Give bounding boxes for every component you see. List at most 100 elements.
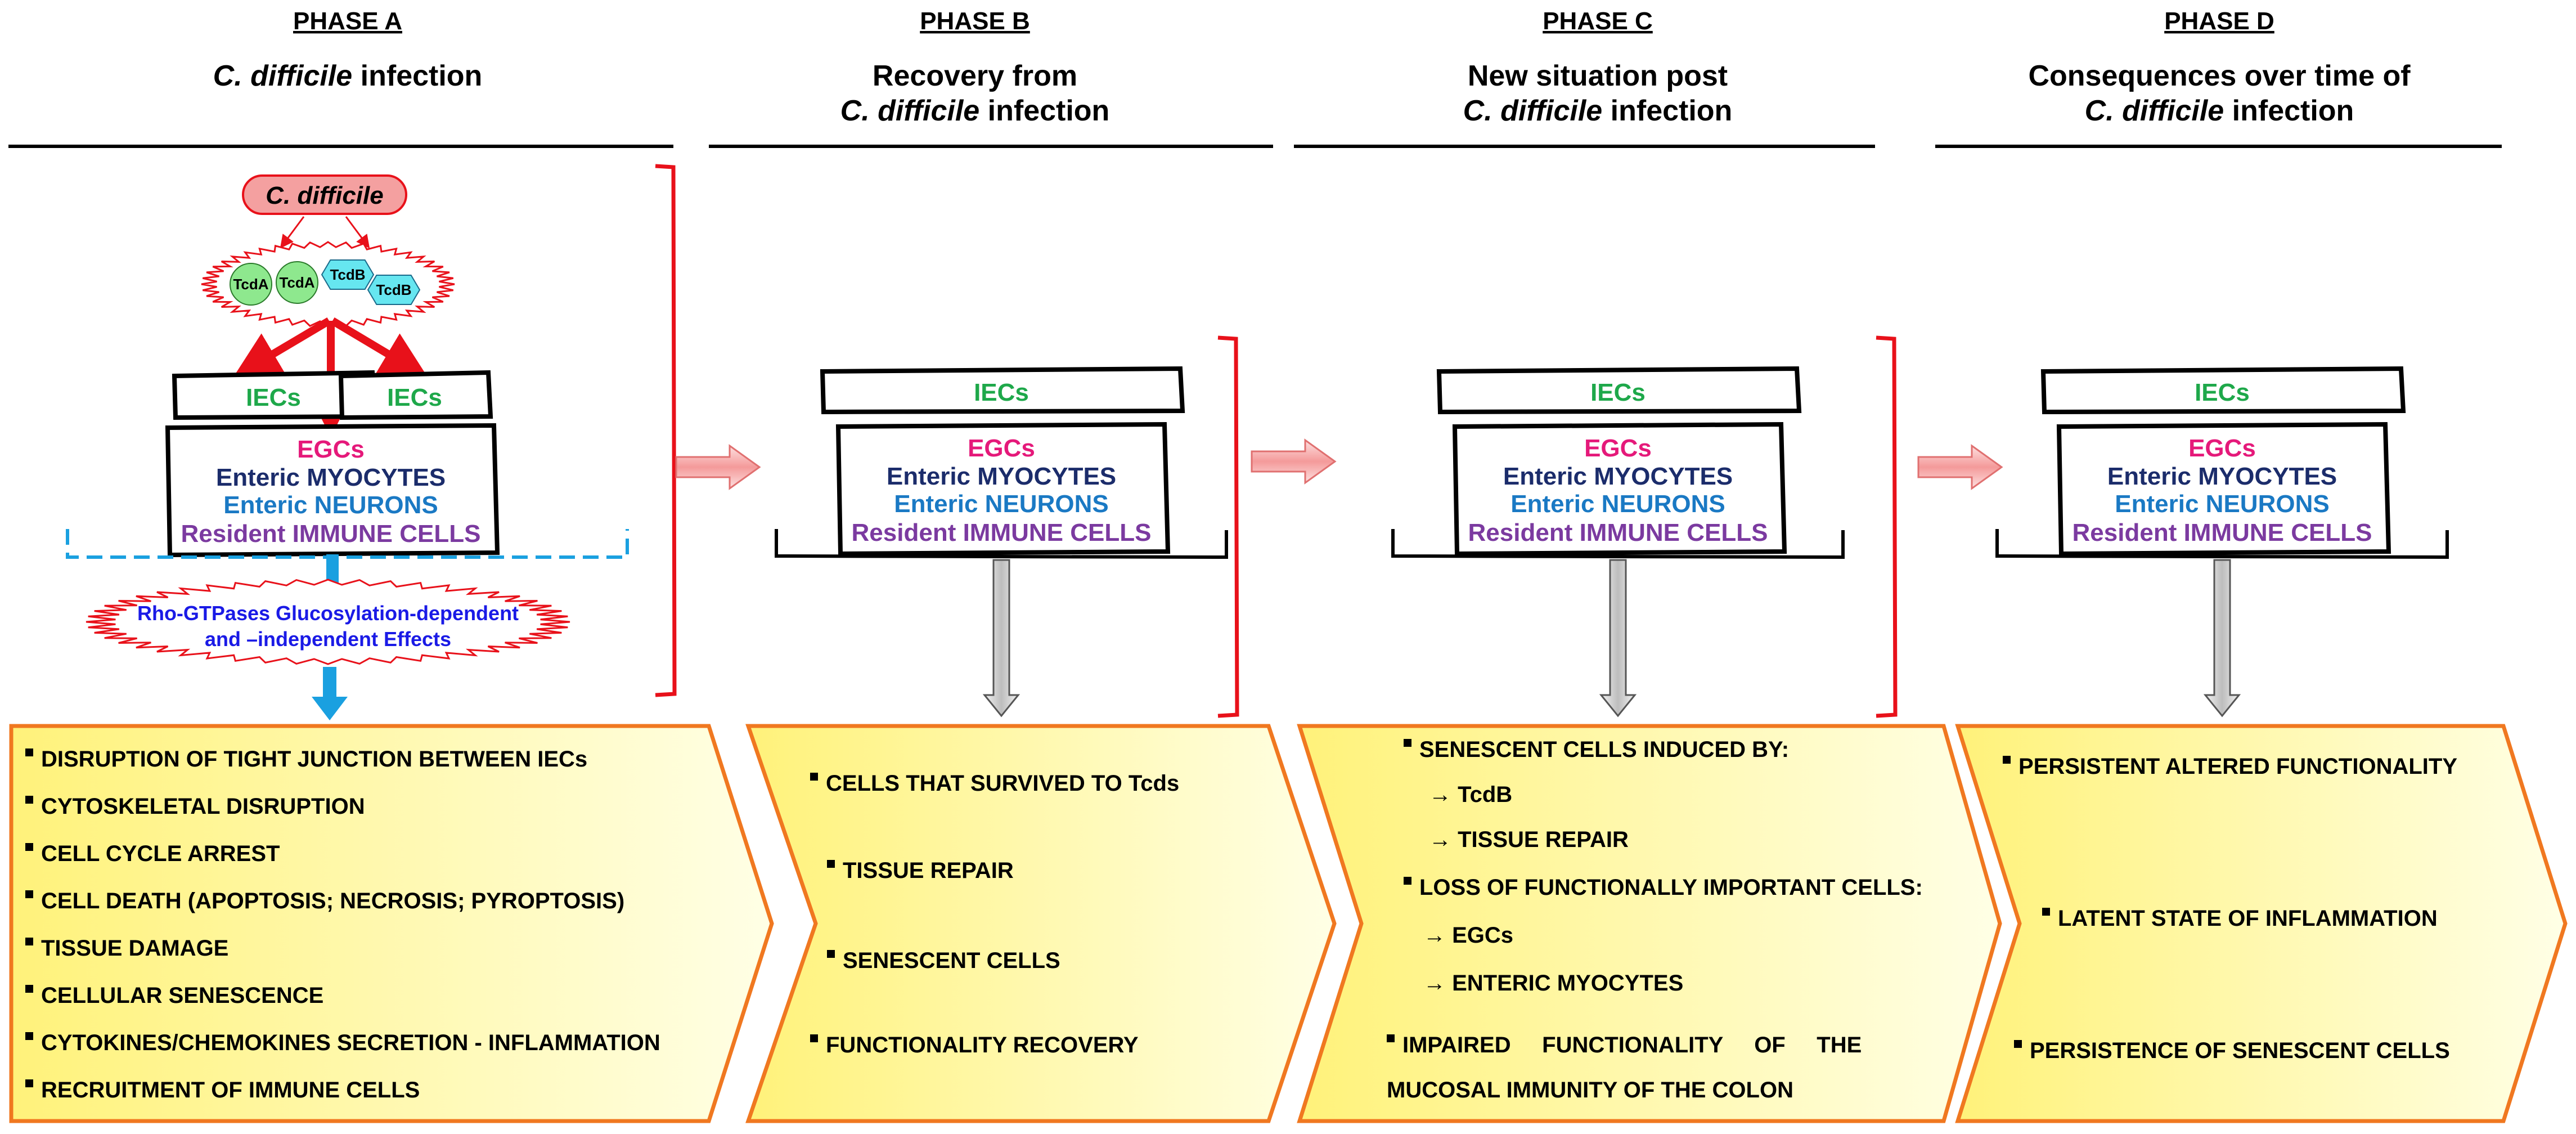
- enteric-neurons-label: Enteric NEURONS: [1510, 490, 1725, 518]
- panel-item: CYTOSKELETAL DISRUPTION: [41, 794, 365, 819]
- iec-box: [1436, 366, 1802, 415]
- text-span: Enteric: [894, 490, 984, 518]
- text-span: NEURONS: [314, 491, 438, 519]
- cell-layers-box: [1452, 422, 1787, 557]
- basal-bracket: [1391, 529, 1845, 559]
- iecs-label: IECs: [246, 384, 301, 411]
- grey-down-arrow: [1599, 559, 1637, 718]
- phase-subtitle: C. difficile infection: [840, 95, 1110, 127]
- panel-item: IMPAIRED FUNCTIONALITY OF THE: [1402, 1033, 1862, 1057]
- tcdb-label: TcdB: [330, 266, 365, 283]
- phase-title: PHASE C: [1543, 7, 1653, 35]
- outcome-panel: [9, 724, 774, 1123]
- bullet-square: [25, 985, 33, 993]
- iecs-label: IECs: [2195, 379, 2250, 406]
- egcs-label: EGCs: [968, 434, 1035, 462]
- phase-transition-arrow: [1917, 444, 2003, 490]
- text-span: C. difficile: [213, 60, 353, 92]
- text-span: NEURONS: [2206, 490, 2330, 518]
- panel-item: CELLULAR SENESCENCE: [41, 983, 323, 1008]
- bullet-square: [25, 1032, 33, 1040]
- phase-bracket: [1876, 335, 1898, 718]
- tcda-label: TcdA: [233, 276, 268, 293]
- text-span: C. difficile: [1463, 95, 1603, 127]
- outcome-panel: [745, 724, 1337, 1123]
- bullet-square: [1404, 877, 1411, 885]
- bullet-square: [25, 843, 33, 851]
- toxin-attack-arrow: [232, 317, 331, 378]
- outcome-panel: [1297, 724, 2002, 1123]
- toxin-release-arrow: [345, 216, 370, 249]
- iec-box: [820, 366, 1185, 415]
- text-span: Enteric: [223, 491, 314, 519]
- panel-item: MUCOSAL IMMUNITY OF THE COLON: [1387, 1078, 1793, 1102]
- basal-bracket: [1995, 529, 2449, 559]
- text-span: NEURONS: [1602, 490, 1725, 518]
- panel-item: DISRUPTION OF TIGHT JUNCTION BETWEEN IEC…: [41, 747, 587, 772]
- panel-item: RECRUITMENT OF IMMUNE CELLS: [41, 1078, 420, 1102]
- grey-down-arrow: [982, 559, 1020, 718]
- tcda-toxin: [230, 263, 272, 306]
- phase-subtitle: C. difficile infection: [2085, 95, 2354, 127]
- rho-effects-burst: [86, 579, 570, 665]
- egcs-label: EGCs: [297, 436, 365, 463]
- resident-immune-cells-label: Resident IMMUNE CELLS: [852, 519, 1152, 546]
- text-span: Enteric: [1510, 490, 1601, 518]
- enteric-neurons-label: Enteric NEURONS: [223, 491, 438, 519]
- panel-item: TISSUE DAMAGE: [41, 936, 228, 961]
- cell-layers-box: [835, 422, 1171, 557]
- phase-title: PHASE B: [920, 7, 1030, 35]
- panel-item: LATENT STATE OF INFLAMMATION: [2058, 906, 2438, 931]
- panel-item: → TcdB: [1429, 782, 1512, 807]
- enteric-neurons-label: Enteric NEURONS: [2115, 490, 2329, 518]
- egcs-label: EGCs: [2188, 434, 2256, 462]
- phase-subtitle: New situation post: [1468, 60, 1728, 92]
- text-span: New situation post: [1468, 60, 1728, 92]
- panel-item: PERSISTENCE OF SENESCENT CELLS: [2030, 1038, 2450, 1063]
- bullet-square: [827, 950, 835, 958]
- panel-item: CYTOKINES/CHEMOKINES SECRETION - INFLAMM…: [41, 1030, 660, 1055]
- resident-immune-cells-label: Resident IMMUNE CELLS: [1468, 519, 1768, 546]
- bullet-square: [1387, 1034, 1395, 1042]
- tcdb-label: TcdB: [376, 281, 411, 298]
- resident-immune-cells-label: Resident IMMUNE CELLS: [2073, 519, 2372, 546]
- panel-item: FUNCTIONALITY RECOVERY: [826, 1033, 1139, 1057]
- grey-down-arrow: [2203, 559, 2241, 718]
- tcdb-toxin: [367, 275, 421, 305]
- panel-item: SENESCENT CELLS INDUCED BY:: [1419, 737, 1789, 762]
- bullet-square: [2003, 756, 2011, 764]
- phase-bracket: [655, 164, 677, 697]
- panel-item: LOSS OF FUNCTIONALLY IMPORTANT CELLS:: [1419, 875, 1923, 900]
- enteric-myocytes-label: Enteric MYOCYTES: [216, 464, 446, 491]
- panel-item: CELL DEATH (APOPTOSIS; NECROSIS; PYROPTO…: [41, 889, 624, 913]
- phase-subtitle: C. difficile infection: [213, 60, 483, 92]
- iec-box: [338, 370, 493, 420]
- text-span: infection: [2224, 95, 2354, 127]
- blue-down-arrow: [312, 667, 348, 720]
- bullet-square: [827, 860, 835, 868]
- text-span: Enteric: [2115, 490, 2205, 518]
- bullet-square: [1404, 739, 1411, 747]
- phase-subtitle: Consequences over time of: [2028, 60, 2411, 92]
- text-span: C. difficile: [266, 182, 383, 209]
- bullet-square: [25, 890, 33, 898]
- text-span: Enteric: [1503, 463, 1594, 490]
- text-span: MYOCYTES: [1594, 463, 1733, 490]
- outcome-panel: [1955, 724, 2568, 1123]
- cell-layers-box: [2056, 422, 2391, 557]
- iec-box: [2040, 366, 2406, 415]
- bullet-square: [25, 748, 33, 756]
- text-span: infection: [1602, 95, 1732, 127]
- panel-item: CELL CYCLE ARREST: [41, 841, 280, 866]
- text-span: MYOCYTES: [307, 464, 446, 491]
- panel-item: CELLS THAT SURVIVED TO Tcds: [826, 771, 1179, 796]
- bullet-square: [810, 773, 818, 781]
- phase-transition-arrow: [1251, 438, 1337, 485]
- enteric-neurons-label: Enteric NEURONS: [894, 490, 1108, 518]
- tcda-toxin: [276, 261, 318, 304]
- text-span: C. difficile: [2085, 95, 2224, 127]
- text-span: Enteric: [887, 463, 977, 490]
- tcda-label: TcdA: [279, 274, 314, 291]
- rho-effects-label: Rho-GTPases Glucosylation-dependent: [137, 602, 519, 625]
